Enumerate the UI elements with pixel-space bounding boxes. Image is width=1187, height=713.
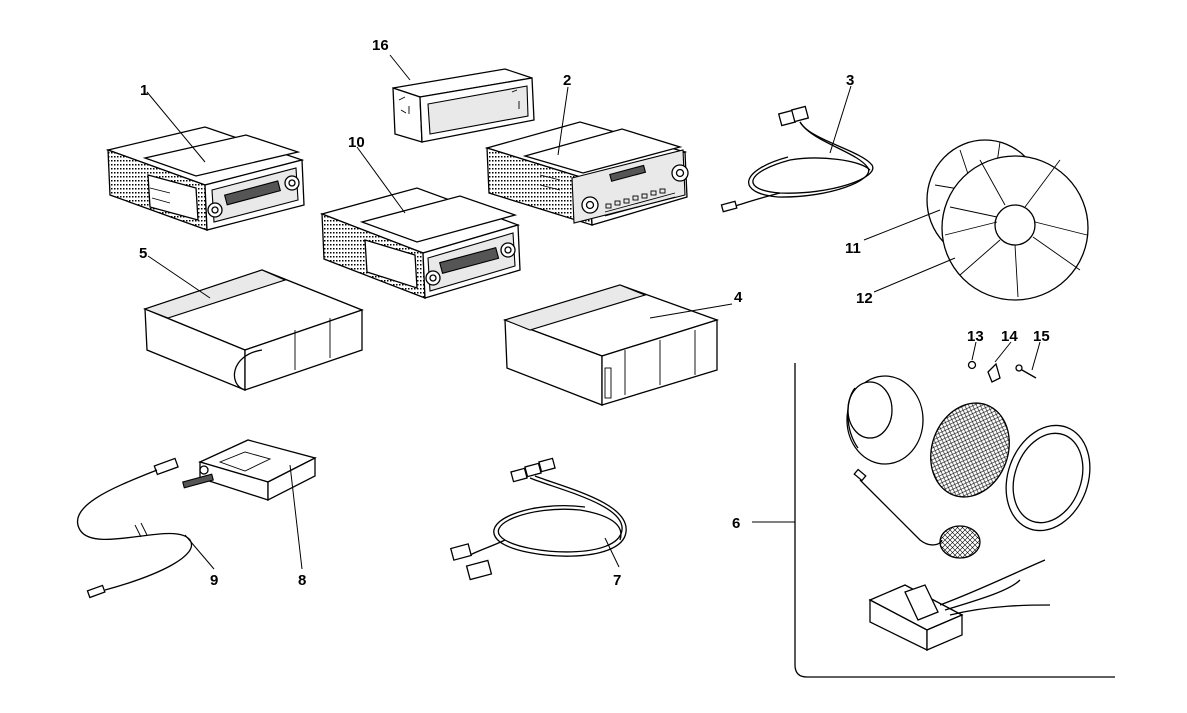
- mounting-cage: [392, 68, 535, 143]
- radio-cable: [720, 105, 874, 213]
- speaker-kit: [794, 360, 1115, 678]
- callout-6: 6: [732, 515, 740, 532]
- callout-7: 7: [613, 572, 621, 589]
- callout-5: 5: [139, 245, 147, 262]
- callout-8: 8: [298, 572, 306, 589]
- callout-4: 4: [734, 289, 743, 306]
- callout-11: 11: [845, 240, 861, 257]
- cd-head-unit-alt: [319, 187, 521, 299]
- speaker-covers: [926, 139, 1089, 301]
- callout-14: 14: [1001, 328, 1018, 345]
- callout-2: 2: [563, 72, 571, 89]
- callout-15: 15: [1033, 328, 1050, 345]
- cd-changer-left: [143, 269, 364, 391]
- callout-10: 10: [348, 134, 365, 151]
- cassette-head-unit: [484, 121, 689, 226]
- antenna-cable: [77, 457, 193, 599]
- wiring-loom: [449, 457, 627, 581]
- callout-16: 16: [372, 37, 389, 54]
- callout-3: 3: [846, 72, 854, 89]
- cd-changer-right: [502, 284, 720, 406]
- leader-lines: [146, 54, 1041, 570]
- callout-13: 13: [967, 328, 984, 345]
- cd-head-unit: [105, 126, 305, 231]
- callout-9: 9: [210, 572, 218, 589]
- antenna-module: [182, 439, 317, 502]
- callout-12: 12: [856, 290, 873, 307]
- callout-1: 1: [140, 82, 148, 99]
